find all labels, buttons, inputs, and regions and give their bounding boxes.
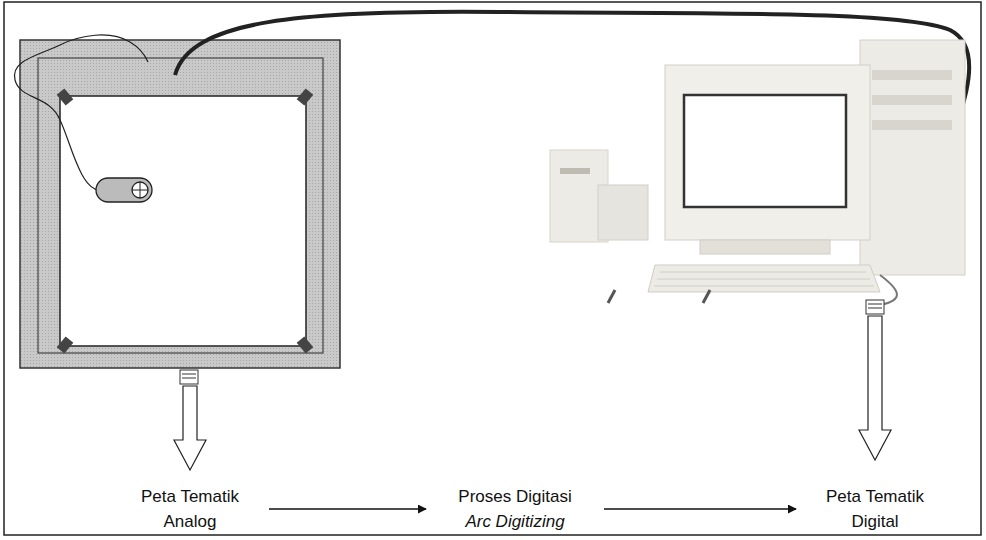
digitizer-puck [14, 35, 152, 202]
hollow-arrow [174, 386, 206, 470]
node-label: Arc Digitizing [440, 509, 590, 534]
node-label: Proses Digitasi [440, 484, 590, 509]
text-node: Peta Tematik Digital [810, 484, 940, 534]
node-label: Peta Tematik Digital [810, 484, 940, 534]
node-label: Peta Tematik Analog [125, 484, 255, 534]
computer [550, 40, 965, 314]
frame [4, 2, 981, 535]
digitizer-tablet [20, 40, 340, 384]
hollow-arrow [859, 316, 891, 460]
text-node: Peta Tematik Analog [125, 484, 255, 534]
flow-arrow [604, 508, 796, 510]
text-node: Proses DigitasiArc Digitizing [440, 484, 590, 534]
flow-arrow [269, 508, 426, 510]
